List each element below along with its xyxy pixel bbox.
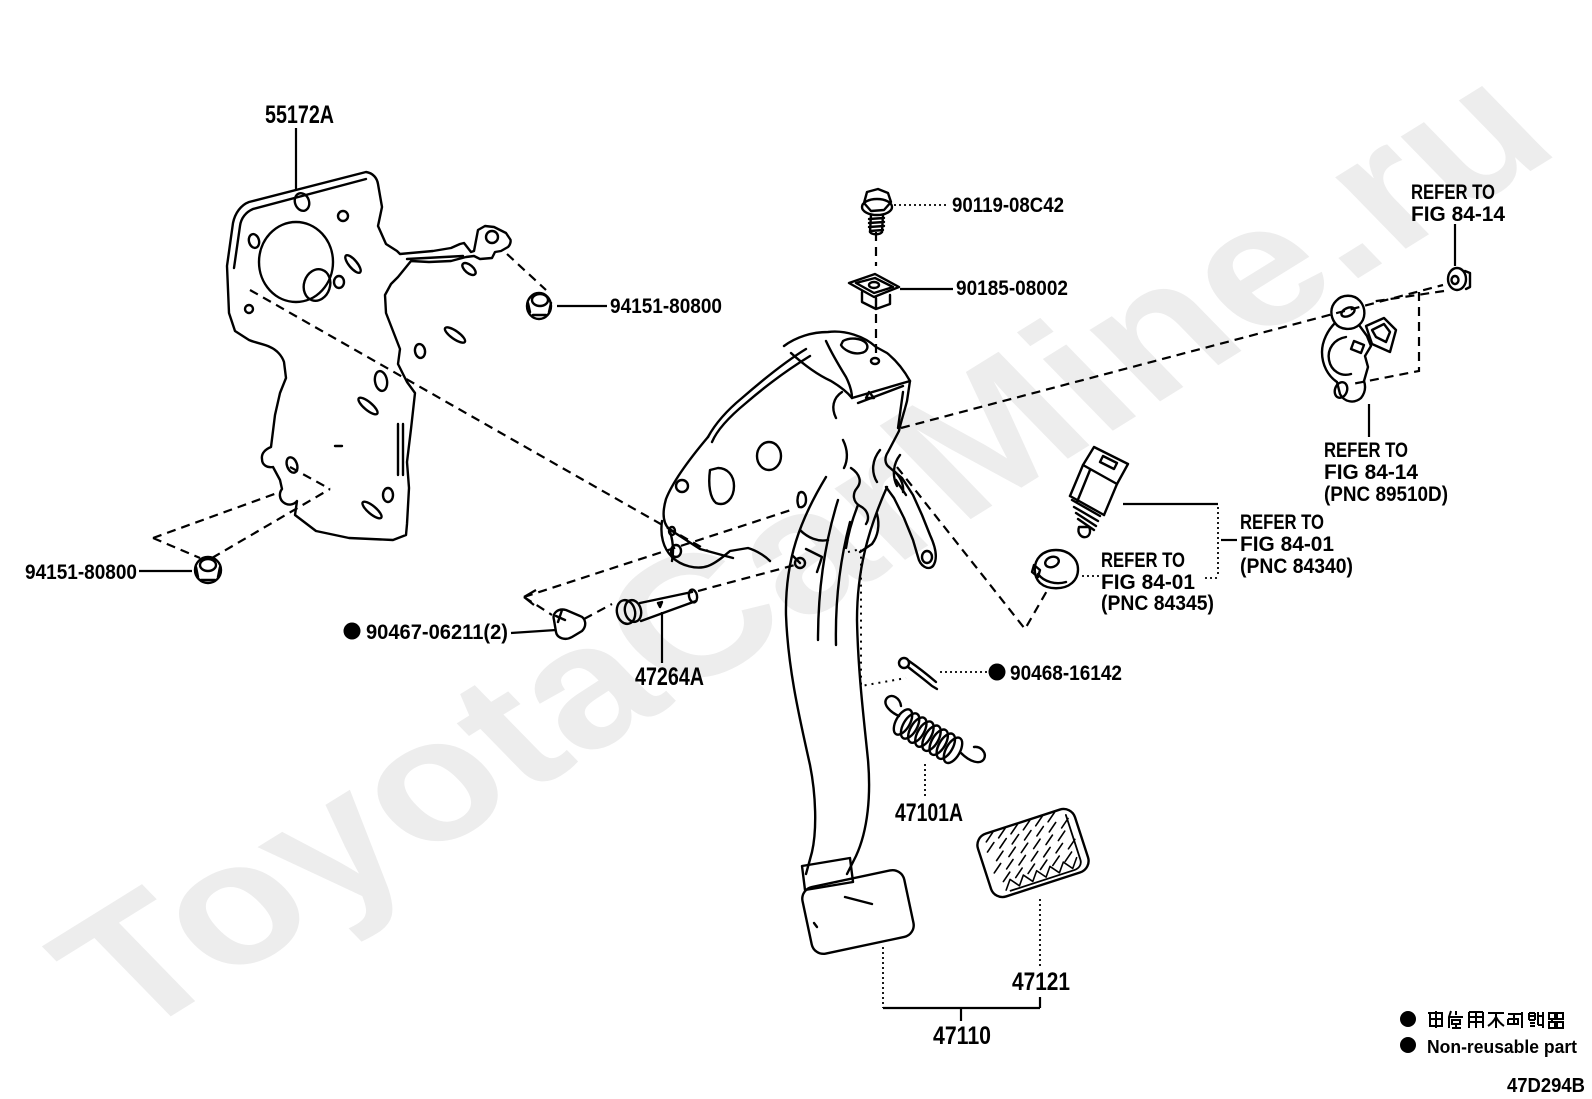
svg-text:47101A: 47101A: [895, 799, 963, 827]
svg-text:FIG 84-01: FIG 84-01: [1240, 533, 1334, 556]
svg-text:90185-08002: 90185-08002: [956, 277, 1068, 300]
svg-text:REFER TO: REFER TO: [1324, 439, 1408, 462]
svg-text:REFER TO: REFER TO: [1411, 181, 1495, 204]
svg-text:55172A: 55172A: [265, 101, 334, 129]
svg-text:47264A: 47264A: [635, 663, 704, 691]
svg-text:47121: 47121: [1012, 968, 1070, 996]
svg-text:(PNC 84340): (PNC 84340): [1240, 555, 1353, 578]
svg-text:47110: 47110: [933, 1022, 991, 1050]
svg-text:FIG 84-14: FIG 84-14: [1324, 461, 1418, 484]
svg-text:(PNC 89510D): (PNC 89510D): [1324, 483, 1448, 506]
svg-text:90468-16142: 90468-16142: [1010, 662, 1122, 685]
svg-text:94151-80800: 94151-80800: [25, 561, 137, 584]
svg-text:47D294B: 47D294B: [1507, 1075, 1585, 1097]
svg-text:94151-80800: 94151-80800: [610, 295, 722, 318]
svg-text:FIG 84-01: FIG 84-01: [1101, 571, 1195, 594]
svg-text:REFER TO: REFER TO: [1101, 549, 1185, 572]
svg-text:FIG 84-14: FIG 84-14: [1411, 203, 1505, 226]
svg-text:90119-08C42: 90119-08C42: [952, 194, 1064, 217]
svg-text:(PNC 84345): (PNC 84345): [1101, 592, 1214, 615]
svg-text:Non-reusable part: Non-reusable part: [1427, 1037, 1577, 1057]
svg-text:90467-06211(2): 90467-06211(2): [366, 621, 508, 644]
svg-text:REFER TO: REFER TO: [1240, 511, 1324, 534]
